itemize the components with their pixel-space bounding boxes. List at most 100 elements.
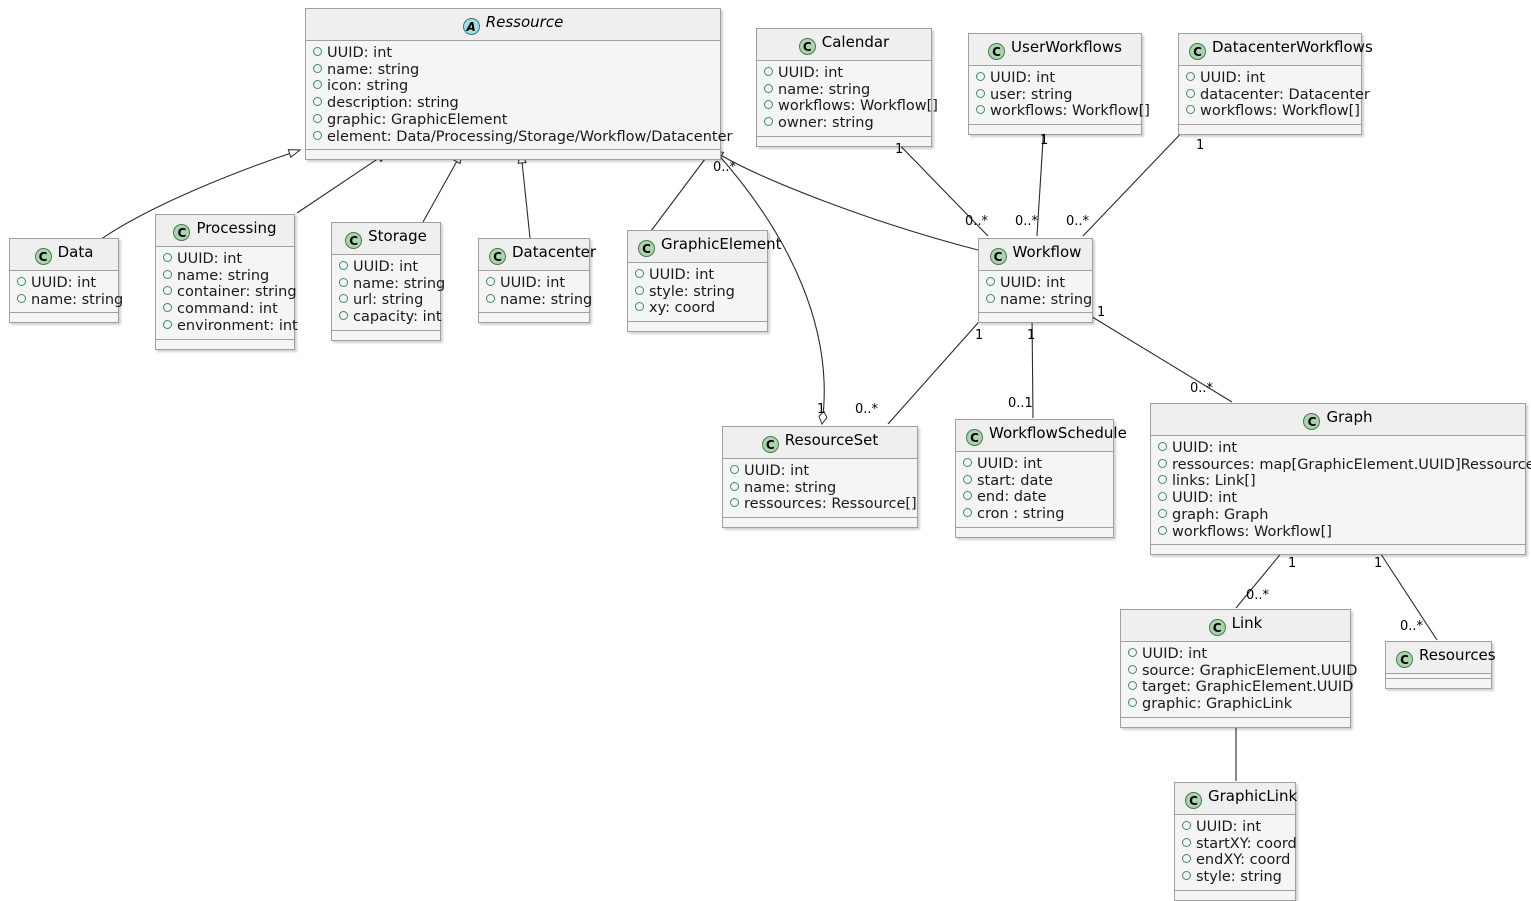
attribute-text: UUID: int [744,463,810,479]
class-icon: C [966,429,983,446]
public-visibility-icon [963,474,972,484]
attribute-row: name: string [764,82,924,99]
class-methods-datacenterworkflows [1179,125,1361,135]
class-methods-userworkflows [969,125,1141,135]
attribute-text: workflows: Workflow[] [1172,523,1332,540]
attribute-row: workflows: Workflow[] [976,103,1150,120]
multiplicity-label: 1 [1196,138,1205,153]
public-visibility-icon [163,253,172,262]
attribute-row: startXY: coord [1182,836,1297,853]
public-visibility-icon [1128,664,1137,674]
attribute-row: UUID: int [163,251,287,268]
attribute-row: workflows: Workflow[] [1186,103,1360,120]
attribute-text: xy: coord [649,300,716,317]
attribute-row: end: date [963,489,1106,506]
attribute-row: workflows: Workflow[] [1158,524,1518,541]
attribute-text: UUID: int [649,267,715,283]
class-name-userworkflows: UserWorkflows [1011,38,1122,56]
attribute-text: ressources: map[GraphicElement.UUID]Ress… [1172,456,1531,473]
attribute-text: name: string [778,81,871,98]
public-visibility-icon [313,63,322,73]
class-name-data: Data [57,243,94,261]
attribute-row: ressources: map[GraphicElement.UUID]Ress… [1158,457,1531,474]
attribute-text: UUID: int [177,251,243,267]
class-name-calendar: Calendar [821,33,890,51]
multiplicity-label: 1 [1097,305,1106,320]
attribute-row: UUID: int [963,456,1106,473]
attribute-row: UUID: int [635,267,760,284]
attribute-text: element: Data/Processing/Storage/Workflo… [327,128,733,145]
attribute-row: element: Data/Processing/Storage/Workflo… [313,129,732,146]
public-visibility-icon [339,294,348,304]
attribute-row: workflows: Workflow[] [764,98,938,115]
public-visibility-icon [1182,821,1191,830]
attribute-text: workflows: Workflow[] [1200,103,1360,120]
public-visibility-icon [313,47,322,56]
attribute-row: start: date [963,473,1106,490]
public-visibility-icon [163,319,172,329]
public-visibility-icon [313,113,322,123]
attribute-text: name: string [500,291,593,308]
public-visibility-icon [1128,648,1137,657]
public-visibility-icon [1158,475,1167,485]
attribute-text: owner: string [778,115,874,132]
attribute-row: environment: int [163,318,298,335]
class-name-processing: Processing [196,219,277,237]
attribute-row: graphic: GraphicLink [1128,696,1343,713]
public-visibility-icon [1158,525,1167,535]
attribute-text: graphic: GraphicLink [1142,696,1293,713]
class-icon: C [1185,792,1202,809]
class-icon: C [988,43,1006,60]
class-icon: C [345,232,363,249]
class-methods-workflow [979,313,1092,323]
attribute-text: graph: Graph [1172,506,1269,523]
attribute-text: UUID: int [500,275,566,291]
attribute-text: UUID: int [327,45,393,61]
class-name-graphicelement: GraphicElement [661,235,782,253]
attribute-row: UUID: int [1128,646,1343,663]
public-visibility-icon [730,481,739,491]
attribute-row: capacity: int [339,309,442,326]
attribute-text: links: Link[] [1172,473,1256,490]
class-name-graph: Graph [1326,408,1373,426]
attribute-row: user: string [976,87,1134,104]
attribute-text: name: string [353,275,446,292]
attribute-row: name: string [17,292,123,309]
public-visibility-icon [1158,458,1167,468]
class-name-datacenter: Datacenter [512,243,597,261]
class-icon: C [989,248,1007,265]
multiplicity-label: 1 [1027,328,1036,343]
public-visibility-icon [764,117,773,127]
attribute-text: workflows: Workflow[] [990,103,1150,120]
